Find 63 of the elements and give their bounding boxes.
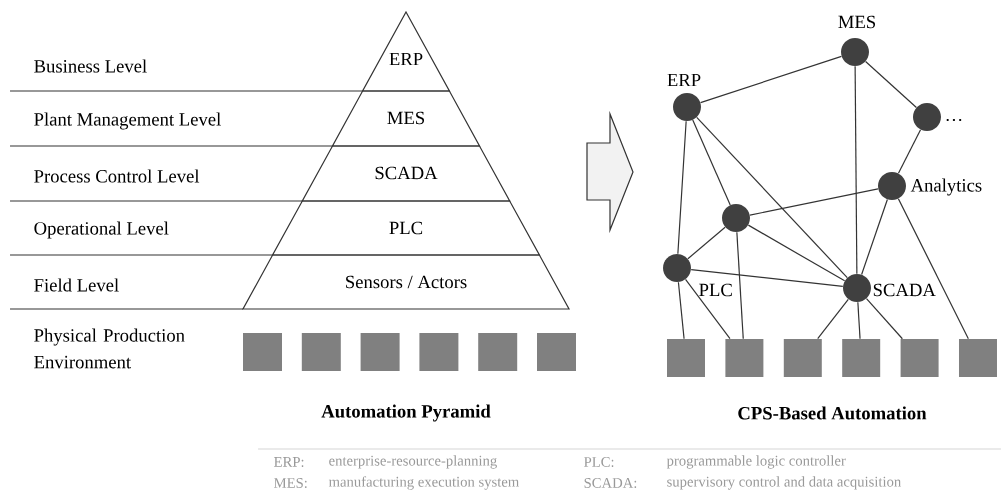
connector-line: [736, 231, 744, 340]
production-unit: [667, 339, 705, 377]
network-node: [722, 204, 750, 232]
production-unit: [783, 339, 822, 377]
production-unit: [959, 339, 997, 377]
production-unit: [243, 333, 282, 371]
abbreviation-note: SCADA:: [584, 478, 637, 488]
node-label: ERP: [667, 73, 701, 87]
connector-line: [865, 298, 903, 340]
network-node: PLC: [663, 254, 732, 297]
connector-line: [684, 278, 731, 340]
network-node: ERP: [667, 73, 701, 121]
abbreviation-note: MES:: [274, 478, 307, 488]
abbreviation-note: PLC:: [584, 457, 614, 467]
production-unit: [478, 333, 518, 371]
abbreviation-note: programmable logic controller: [666, 455, 846, 469]
connector-line: [690, 268, 844, 288]
network-node: …: [913, 103, 962, 131]
node-label: MES: [838, 15, 876, 29]
abbreviation-note: supervisory control and data acquisition: [667, 476, 901, 490]
panel-title: CPS-Based Automation: [738, 406, 927, 420]
connector-line: [897, 198, 969, 340]
connector-line: [854, 65, 858, 275]
production-unit: [900, 339, 939, 377]
connector-line: [692, 119, 731, 206]
network-node: SCADA: [843, 274, 936, 302]
connector-line: [817, 298, 849, 340]
production-unit: [419, 333, 459, 371]
node-label: Analytics: [910, 178, 982, 196]
abbreviation-note: manufacturing execution system: [328, 476, 519, 490]
level-label: Process Control Level: [34, 169, 200, 183]
production-unit: [842, 339, 881, 377]
production-unit: [360, 333, 400, 371]
connector-line: [857, 301, 861, 340]
connector-line: [687, 226, 726, 260]
connector-line: [865, 60, 917, 109]
node-label: …: [946, 118, 962, 122]
pyramid-band: MES: [331, 90, 481, 147]
abbreviation-note: ERP:: [274, 457, 304, 467]
connector-line: [677, 120, 687, 255]
connector-line: [897, 129, 922, 174]
level-label: Operational Level: [34, 221, 169, 239]
connector-line: [677, 281, 685, 340]
level-label: Plant Management Level: [34, 112, 221, 130]
abbreviation-note: enterprise-resource-planning: [329, 455, 497, 469]
production-unit: [301, 333, 341, 371]
level-label: Physical Production Environment: [34, 328, 185, 369]
node-label: SCADA: [873, 283, 936, 297]
connector-line: [747, 224, 846, 282]
network-node: Analytics: [878, 172, 982, 200]
network-node: MES: [838, 15, 875, 66]
production-unit: [537, 333, 576, 371]
panel-title: Automation Pyramid: [321, 404, 491, 422]
level-label: Field Level: [34, 278, 119, 292]
production-unit: [725, 339, 764, 377]
level-label: Business Level: [34, 59, 147, 73]
pyramid-band: SCADA: [301, 145, 511, 202]
connector-line: [749, 188, 879, 216]
connector-line: [699, 55, 843, 104]
connector-line: [696, 116, 848, 279]
connector-line: [861, 198, 888, 276]
node-label: PLC: [699, 283, 732, 297]
pyramid-band: Sensors / Actors: [242, 254, 570, 310]
